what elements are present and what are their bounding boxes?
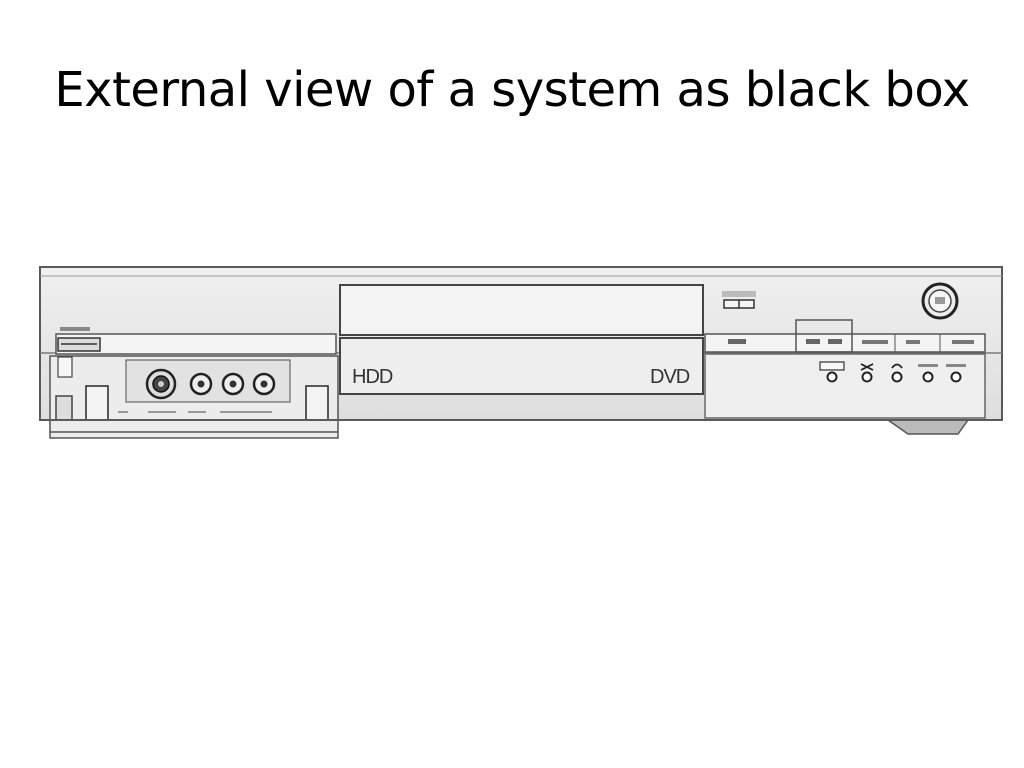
display-window	[339, 337, 704, 395]
control-buttons	[819, 361, 966, 383]
disc-tray	[339, 284, 704, 336]
dvd-label: DVD	[650, 366, 690, 388]
open-close-button[interactable]	[722, 291, 756, 309]
power-standby-button[interactable]	[921, 282, 959, 320]
recorder-foot	[885, 419, 970, 435]
hdd-label: HDD	[352, 366, 393, 388]
slide-title: External view of a system as black box	[54, 62, 970, 118]
video-jack	[189, 372, 213, 396]
svideo-jack	[145, 368, 177, 400]
audio-right-jack	[252, 372, 276, 396]
drive-select-box[interactable]	[795, 319, 853, 353]
audio-left-jack	[221, 372, 245, 396]
